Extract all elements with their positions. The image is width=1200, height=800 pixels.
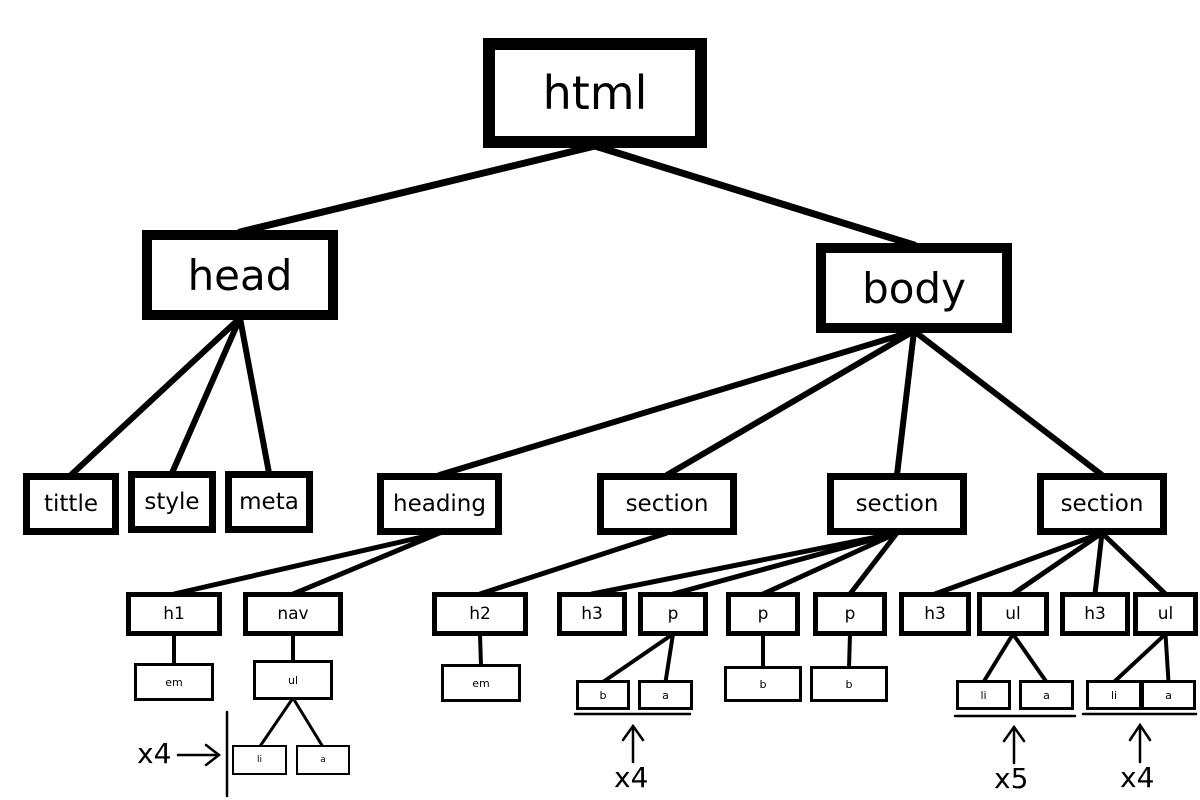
repeat-label-p: x4 <box>614 761 649 794</box>
edge-section2-h3a <box>589 530 900 597</box>
repeat-arrowhead-ul2 <box>1002 724 1026 743</box>
edge-pa-a1 <box>663 632 675 684</box>
edge-ul2-a2 <box>1011 632 1049 684</box>
node-h3a: h3 <box>557 592 627 636</box>
node-ul2: ul <box>977 592 1049 636</box>
node-li1: li <box>232 745 287 775</box>
edge-html-body <box>591 142 918 249</box>
edge-section3-ul2 <box>1010 530 1105 597</box>
node-html: html <box>483 38 707 148</box>
edge-section2-pb <box>760 530 900 597</box>
node-section3: section <box>1037 473 1167 535</box>
edge-head-meta <box>237 315 272 476</box>
node-li2: li <box>956 680 1011 710</box>
edge-ul3-a3 <box>1163 632 1171 684</box>
node-meta: meta <box>225 471 313 533</box>
edge-ul3-li3 <box>1112 632 1168 684</box>
node-a2: a <box>1019 680 1074 710</box>
node-b2: b <box>724 666 802 702</box>
repeat-arrowhead-p <box>621 723 645 742</box>
edge-heading-nav <box>290 530 442 597</box>
repeat-label-ul3: x4 <box>1120 761 1155 794</box>
repeat-label-ul2: x5 <box>994 762 1029 795</box>
repeat-arrowhead-ul3 <box>1128 722 1152 742</box>
node-a3: a <box>1141 680 1196 710</box>
edge-head-tittle <box>68 315 243 478</box>
edge-body-section2 <box>894 328 917 478</box>
node-ul3: ul <box>1133 592 1198 636</box>
edge-section3-ul3 <box>1099 530 1168 597</box>
node-a1: a <box>638 680 693 710</box>
edge-ul2-li2 <box>981 632 1015 684</box>
repeat-label-nav: x4 <box>137 737 172 770</box>
edge-heading-h1 <box>171 530 442 597</box>
node-h1: h1 <box>126 592 222 636</box>
edge-section3-h3c <box>1092 530 1105 597</box>
edge-html-head <box>236 142 599 236</box>
edge-h2-em2 <box>478 632 483 668</box>
node-em1: em <box>134 663 214 701</box>
node-b3: b <box>810 666 888 702</box>
node-h3b: h3 <box>899 592 971 636</box>
node-pa: p <box>638 592 708 636</box>
edge-pa-b1 <box>601 632 675 684</box>
node-b1: b <box>576 680 630 710</box>
node-heading: heading <box>377 473 502 535</box>
node-ul1: ul <box>253 660 333 700</box>
edge-ul1-li1 <box>258 696 295 749</box>
edge-section2-pa <box>670 530 900 597</box>
node-h3c: h3 <box>1060 592 1130 636</box>
node-nav: nav <box>243 592 343 636</box>
edge-head-style <box>169 315 243 476</box>
node-h2: h2 <box>432 592 528 636</box>
edge-section2-pc <box>847 530 900 597</box>
node-pc: p <box>813 592 887 636</box>
edge-ul1-a0 <box>291 696 325 749</box>
node-li3: li <box>1086 680 1142 710</box>
edge-pc-b3 <box>847 632 852 670</box>
edge-body-section3 <box>911 328 1105 478</box>
repeat-arrowhead-nav <box>204 743 222 767</box>
edge-body-heading <box>436 328 917 478</box>
edge-body-section1 <box>664 328 917 478</box>
node-style: style <box>128 471 216 533</box>
node-section1: section <box>597 473 737 535</box>
node-a0: a <box>296 745 350 775</box>
node-head: head <box>142 230 338 320</box>
node-em2: em <box>441 664 521 702</box>
edge-section1-h2 <box>477 530 670 597</box>
node-tittle: tittle <box>23 473 119 535</box>
node-body: body <box>816 243 1012 333</box>
node-pb: p <box>726 592 800 636</box>
node-section2: section <box>827 473 967 535</box>
edge-section3-h3b <box>932 530 1105 597</box>
